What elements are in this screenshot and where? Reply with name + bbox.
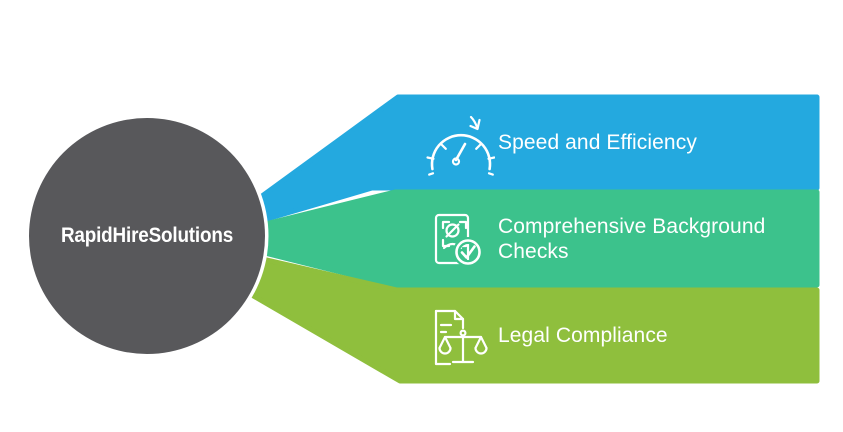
label-background-checks: Comprehensive Background Checks [498, 192, 770, 285]
hub-circle [29, 118, 265, 354]
speedometer-arrow-icon [426, 115, 495, 176]
hub-label: RapidHireSolutions [60, 224, 234, 247]
document-scales-icon [434, 309, 488, 366]
label-speed-and-efficiency: Speed and Efficiency [498, 97, 808, 188]
id-card-check-icon [434, 213, 483, 266]
label-legal-compliance-text: Legal Compliance [498, 324, 668, 347]
label-legal-compliance: Legal Compliance [498, 290, 808, 381]
label-background-checks-text: Comprehensive Background Checks [498, 214, 766, 263]
label-speed-and-efficiency-text: Speed and Efficiency [498, 131, 697, 154]
